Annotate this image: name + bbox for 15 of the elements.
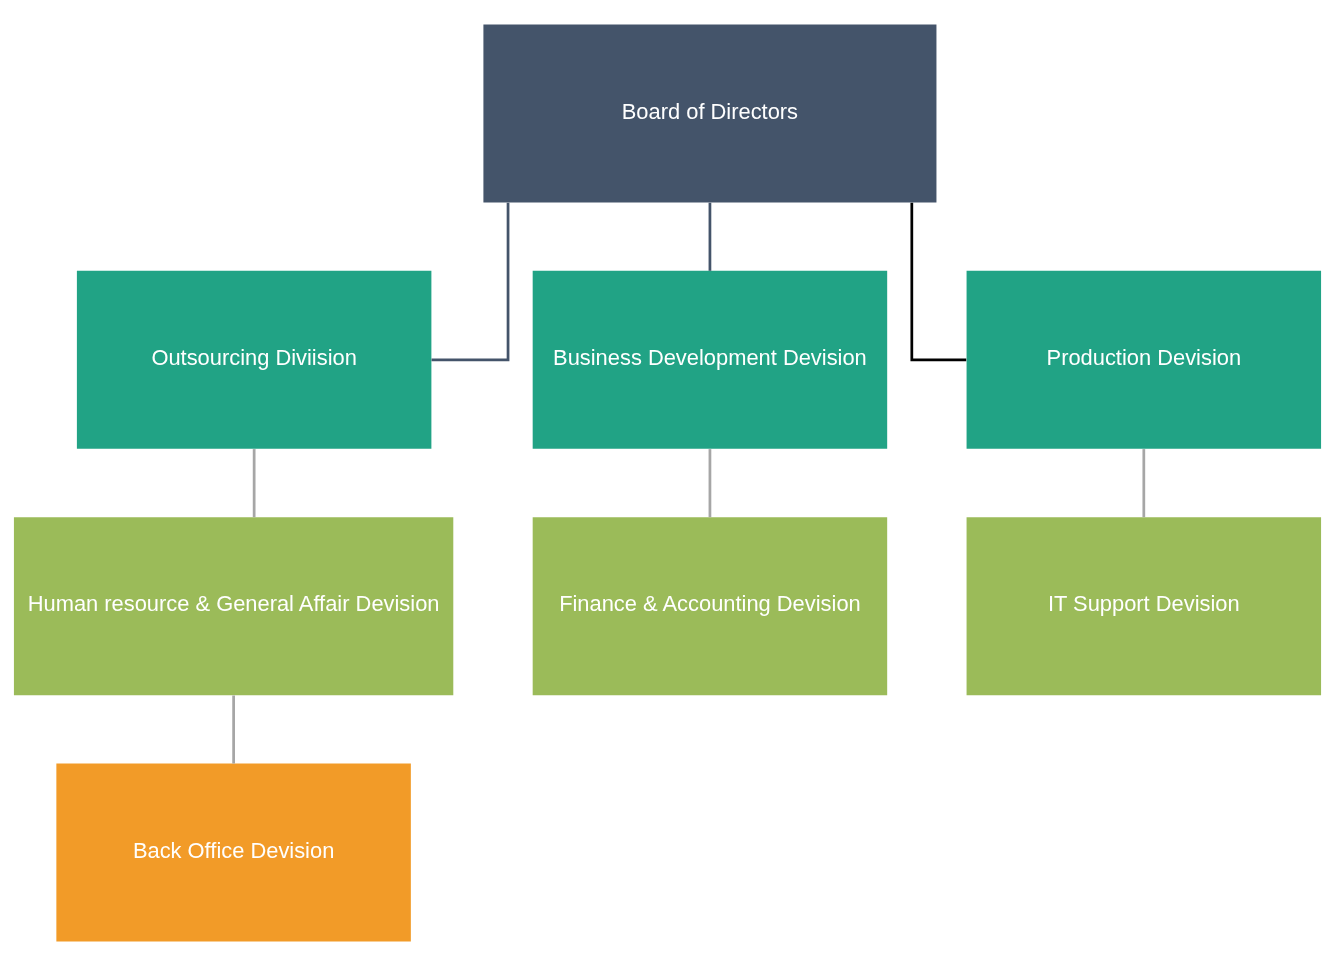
connector — [910, 202, 967, 361]
connector — [708, 448, 712, 517]
connector — [1142, 448, 1146, 517]
connector — [431, 202, 510, 361]
node-box: IT Support Devision — [966, 516, 1322, 695]
node-box: Outsourcing Diviision — [76, 270, 432, 449]
connector — [708, 202, 712, 271]
node-box: Human resource & General Affair Devision — [13, 516, 454, 695]
connector — [232, 695, 235, 764]
node-box: Business Development Devision — [532, 270, 888, 449]
connector — [252, 448, 256, 517]
node-box: Production Devision — [966, 270, 1322, 449]
node-box: Back Office Devision — [56, 763, 411, 942]
node-box: Board of Directors — [483, 23, 937, 202]
node-box: Finance & Accounting Devision — [532, 516, 888, 695]
